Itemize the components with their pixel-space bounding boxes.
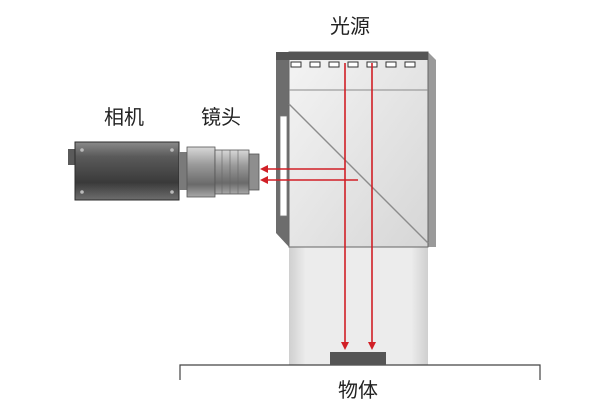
lens-label: 镜头 xyxy=(201,105,241,129)
object-block xyxy=(330,352,386,365)
illumination-beam xyxy=(289,247,428,365)
object-label: 物体 xyxy=(338,378,378,402)
light-source-housing xyxy=(276,51,436,248)
camera-label: 相机 xyxy=(104,105,144,129)
lens-icon xyxy=(179,146,260,198)
led-array xyxy=(290,61,416,68)
light-source-label: 光源 xyxy=(330,14,370,38)
camera-icon xyxy=(68,141,180,201)
light-rays xyxy=(260,63,376,350)
beam-splitter xyxy=(288,103,429,244)
